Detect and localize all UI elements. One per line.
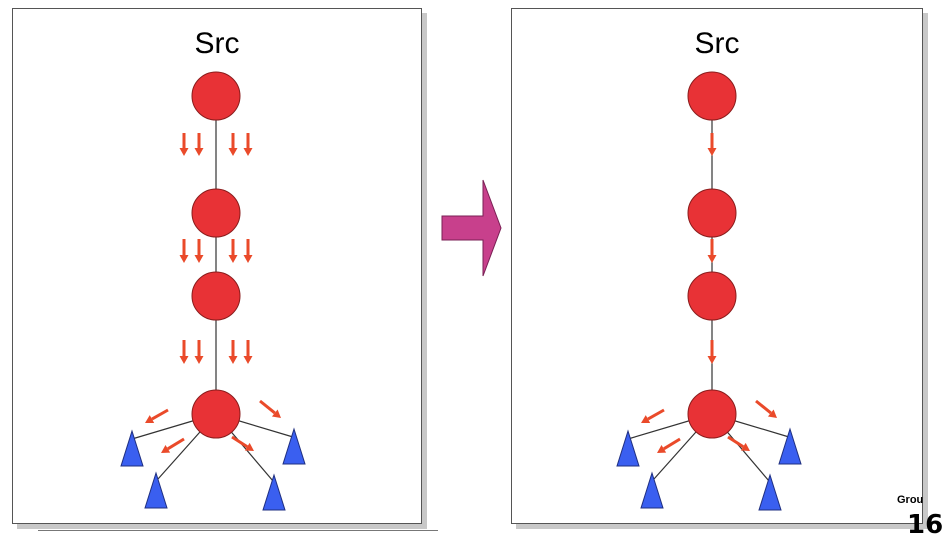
footer-group-text: Grou [897, 494, 924, 506]
router-node [687, 188, 737, 238]
source-label: Src [194, 27, 240, 60]
flow-arrow-icon [707, 133, 717, 156]
divider-line [38, 530, 438, 531]
receiver-triangle-icon [616, 429, 640, 467]
flow-arrow-icon [161, 437, 185, 453]
right-arrow-icon [441, 179, 502, 277]
flow-arrow-icon [259, 399, 281, 418]
flow-arrow-icon [194, 133, 204, 156]
flow-arrow-icon [727, 435, 750, 451]
router-node [191, 188, 241, 238]
receiver-triangle-icon [144, 471, 168, 509]
right-diagram-panel: Src [511, 8, 923, 524]
flow-arrow-icon [145, 408, 169, 423]
flow-arrow-icon [243, 133, 253, 156]
source-label: Src [694, 27, 740, 60]
receiver-triangle-icon [758, 473, 782, 511]
flow-arrow-icon [179, 340, 189, 364]
flow-arrow-icon [228, 239, 238, 263]
router-node [687, 271, 737, 321]
flow-arrow-icon [194, 340, 204, 364]
flow-arrow-icon [179, 239, 189, 263]
receiver-triangle-icon [640, 471, 664, 509]
router-node [687, 389, 737, 439]
flow-arrow-icon [657, 437, 681, 453]
receiver-triangle-icon [262, 473, 286, 511]
flow-arrow-icon [228, 133, 238, 156]
flow-arrow-icon [243, 340, 253, 364]
router-node [687, 71, 737, 121]
flow-arrow-icon [231, 435, 254, 451]
right-multicast-tree [616, 71, 802, 511]
receiver-triangle-icon [120, 429, 144, 467]
flow-arrow-icon [228, 340, 238, 364]
flow-arrow-icon [243, 239, 253, 263]
flow-arrow-icon [641, 408, 665, 423]
router-node [191, 389, 241, 439]
flow-arrow-icon [707, 239, 717, 263]
page-number: 16 [907, 510, 943, 540]
flow-arrow-icon [755, 399, 777, 418]
router-node [191, 271, 241, 321]
left-multicast-tree [120, 71, 306, 511]
flow-arrow-icon [179, 133, 189, 156]
receiver-triangle-icon [778, 427, 802, 465]
receiver-triangle-icon [282, 427, 306, 465]
left-diagram-panel: Src [12, 8, 422, 524]
router-node [191, 71, 241, 121]
flow-arrow-icon [194, 239, 204, 263]
flow-arrow-icon [707, 340, 717, 364]
